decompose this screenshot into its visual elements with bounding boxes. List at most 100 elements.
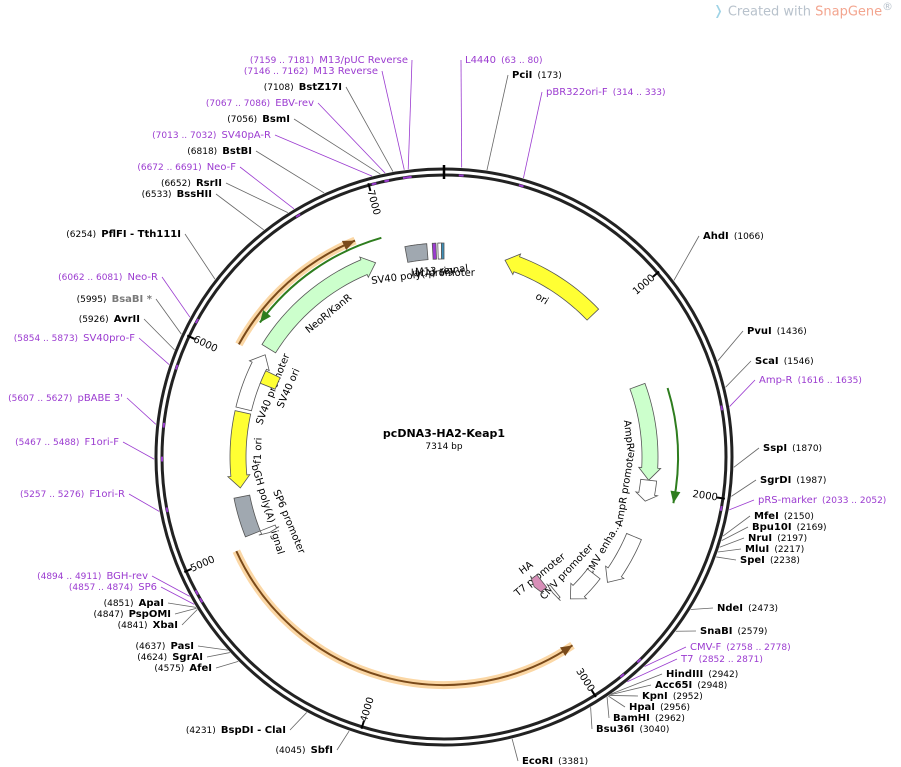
- primer-name: pBABE 3': [77, 393, 123, 404]
- site-name: SspI: [763, 443, 787, 454]
- site-coord: (4624): [137, 653, 167, 663]
- site-name: BssHII: [177, 189, 212, 200]
- primer-coord: (7067 .. 7086): [206, 99, 270, 109]
- primer-coord: (314 .. 333): [613, 88, 666, 98]
- leader-line: [126, 397, 157, 425]
- leader-line: [160, 586, 195, 605]
- site-name: NruI: [748, 533, 772, 544]
- primer-label: (5854 .. 5873) SV40pro-F: [14, 326, 135, 345]
- site-name: SgrAI: [172, 652, 203, 663]
- primer-coord: (7159 .. 7181): [250, 56, 314, 66]
- site-coord: (6818): [187, 147, 217, 157]
- leader-line: [460, 59, 463, 168]
- scale-tick: [652, 270, 660, 278]
- primer-mark: [199, 597, 204, 603]
- leader-line: [609, 695, 639, 697]
- primer-label: (7067 .. 7086) EBV-rev: [206, 91, 314, 110]
- site-coord: (2217): [774, 545, 804, 555]
- site-coord: (4575): [154, 664, 184, 674]
- feature-ori: [504, 253, 600, 321]
- site-label: (6652) RsrII: [161, 171, 222, 190]
- site-label: SnaBI (2579): [700, 619, 767, 638]
- primer-mark: [194, 318, 199, 324]
- feature-label: AmpR: [621, 419, 635, 450]
- primer-label: (5607 .. 5627) pBABE 3': [8, 386, 123, 405]
- feature-sp6-promoter: [258, 524, 280, 536]
- site-name: PspOMI: [129, 609, 171, 620]
- feature-label: f1 ori: [253, 437, 265, 463]
- site-coord: (3040): [639, 725, 669, 735]
- leader-line: [345, 86, 394, 172]
- primer-label: (4857 .. 4874) SP6: [69, 575, 157, 594]
- leader-line: [317, 102, 386, 174]
- primer-name: SV40pro-F: [83, 333, 135, 344]
- site-label: NdeI (2473): [717, 596, 778, 615]
- leader-line: [167, 602, 197, 608]
- backbone-inner-ring: [160, 173, 728, 741]
- site-name: SgrDI: [760, 475, 791, 486]
- site-coord: (1870): [792, 444, 822, 454]
- primer-coord: (4894 .. 4911): [37, 572, 101, 582]
- gray-name: BsaBI *: [112, 294, 153, 305]
- primer-coord: (5607 .. 5627): [8, 394, 72, 404]
- primer-name: M13/pUC Reverse: [319, 55, 408, 66]
- site-coord: (6533): [142, 190, 172, 200]
- primer-name: Neo-R: [128, 272, 159, 283]
- site-coord: (1436): [777, 327, 807, 337]
- leader-line: [523, 91, 543, 179]
- scale-tick-label: 7000: [364, 189, 381, 216]
- primer-label: (6672 .. 6691) Neo-F: [137, 155, 236, 174]
- site-name: HindIII: [666, 669, 703, 680]
- watermark-brand: SnapGene: [815, 4, 883, 20]
- site-coord: (2942): [708, 670, 738, 680]
- leader-line: [511, 738, 519, 762]
- primer-name: Amp-R: [759, 375, 793, 386]
- site-name: SnaBI: [700, 626, 732, 637]
- scale-tick-label: 4000: [359, 696, 377, 724]
- orf-arc: [235, 550, 574, 686]
- leader-line: [725, 360, 752, 388]
- orf-arc: [238, 239, 356, 345]
- scale-tick-label: 1000: [631, 272, 657, 297]
- feature-label: ori: [533, 291, 550, 307]
- site-label: ScaI (1546): [755, 349, 814, 368]
- feature-label: M13 rev: [415, 265, 456, 278]
- site-label: (7056) BsmI: [227, 107, 290, 126]
- primer-label: (6062 .. 6081) Neo-R: [58, 265, 158, 284]
- leader-line: [274, 134, 373, 177]
- site-coord: (2956): [660, 703, 690, 713]
- site-label: SspI (1870): [763, 436, 822, 455]
- scale-tick: [367, 183, 372, 192]
- feature-t7-promoter: [546, 583, 561, 602]
- site-coord: (6254): [66, 230, 96, 240]
- site-name: Bpu10I: [752, 522, 792, 533]
- site-name: AhdI: [703, 231, 729, 242]
- leader-line: [486, 74, 509, 171]
- orf-arrowhead: [341, 240, 356, 250]
- feature-sv40-ori: [259, 370, 281, 390]
- plasmid-size: 7314 bp: [425, 442, 462, 452]
- primer-label: (5257 .. 5276) F1ori-R: [20, 482, 125, 501]
- primer-coord: (2033 .. 2052): [822, 496, 886, 506]
- site-label: BamHI (2962): [613, 706, 685, 725]
- site-coord: (7056): [227, 115, 257, 125]
- leader-line: [627, 658, 678, 683]
- site-label: (5926) AvrII: [79, 307, 140, 326]
- primer-label: pRS-marker (2033 .. 2052): [758, 488, 886, 507]
- primer-coord: (4857 .. 4874): [69, 583, 133, 593]
- site-label: (4231) BspDI - ClaI: [186, 718, 286, 737]
- site-coord: (2197): [777, 534, 807, 544]
- orf-arrowhead: [670, 490, 681, 504]
- leader-line: [122, 441, 155, 460]
- feature-cmv-enhancer: [605, 532, 642, 583]
- site-name: RsrII: [196, 178, 222, 189]
- watermark-prefix: Created with: [727, 4, 816, 20]
- primer-coord: (2852 .. 2871): [699, 655, 763, 665]
- site-label: (7108) BstZ17I: [264, 75, 342, 94]
- site-name: Acc65I: [655, 680, 692, 691]
- primer-label: (7013 .. 7032) SV40pA-R: [152, 123, 271, 142]
- site-coord: (2579): [738, 627, 768, 637]
- leader-line: [151, 575, 190, 597]
- site-coord: (2962): [655, 714, 685, 724]
- feature-ampr-promoter: [634, 478, 659, 502]
